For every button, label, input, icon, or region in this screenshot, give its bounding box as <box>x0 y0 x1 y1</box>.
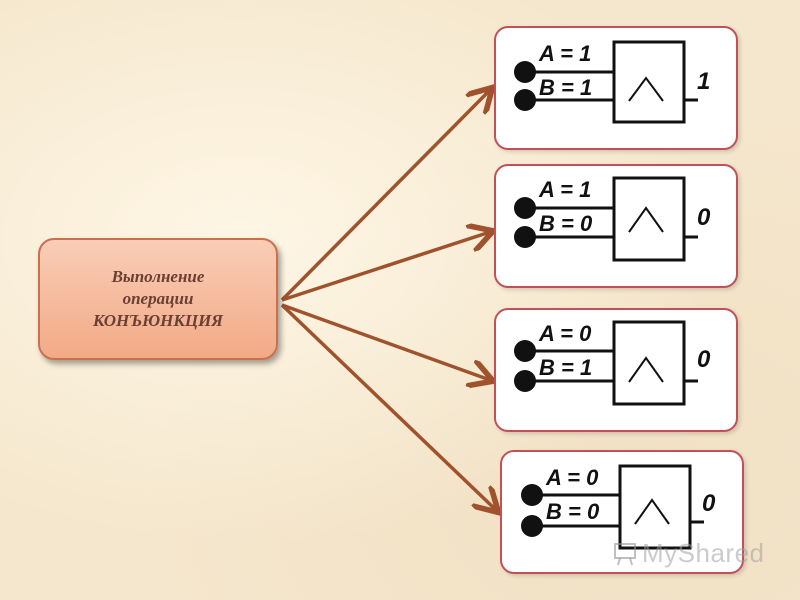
input-b-label: B = 0 <box>546 499 600 524</box>
input-a-label: A = 1 <box>539 177 592 202</box>
input-a-terminal <box>514 197 536 219</box>
watermark-text: MyShared <box>642 538 765 568</box>
input-b-label: B = 0 <box>539 211 593 236</box>
input-b-label: B = 1 <box>539 75 593 100</box>
input-a-label: A = 1 <box>539 41 592 66</box>
presentation-icon <box>614 543 636 566</box>
arrow-to-case-3 <box>281 303 490 380</box>
and-symbol-icon <box>628 206 664 233</box>
operation-line-2: операции <box>122 289 194 308</box>
input-a-terminal <box>514 340 536 362</box>
input-b-label: B = 1 <box>539 355 593 380</box>
arrow-to-case-4 <box>280 303 496 510</box>
gate-body <box>612 176 686 262</box>
operation-line-3: КОНЪЮНКЦИЯ <box>92 311 224 330</box>
input-b-terminal <box>514 89 536 111</box>
output-value: 0 <box>697 204 711 231</box>
arrow-to-case-2 <box>281 232 490 302</box>
output-value: 1 <box>697 68 711 95</box>
input-a-terminal <box>514 61 536 83</box>
arrow-to-case-1 <box>280 90 490 302</box>
input-a-terminal <box>521 484 543 506</box>
output-value: 0 <box>702 490 716 517</box>
and-symbol-icon <box>628 356 664 383</box>
and-symbol-icon <box>628 76 664 102</box>
input-a-label: A = 0 <box>546 465 599 490</box>
input-b-terminal <box>514 226 536 248</box>
gate-body <box>618 464 692 550</box>
input-b-terminal <box>514 370 536 392</box>
and-symbol-icon <box>634 498 670 525</box>
input-a-label: A = 0 <box>539 321 592 346</box>
output-value: 0 <box>697 346 711 373</box>
operation-line-1: Выполнение <box>111 267 205 286</box>
input-b-terminal <box>521 515 543 537</box>
operation-box: Выполнение операции КОНЪЮНКЦИЯ <box>38 238 278 360</box>
